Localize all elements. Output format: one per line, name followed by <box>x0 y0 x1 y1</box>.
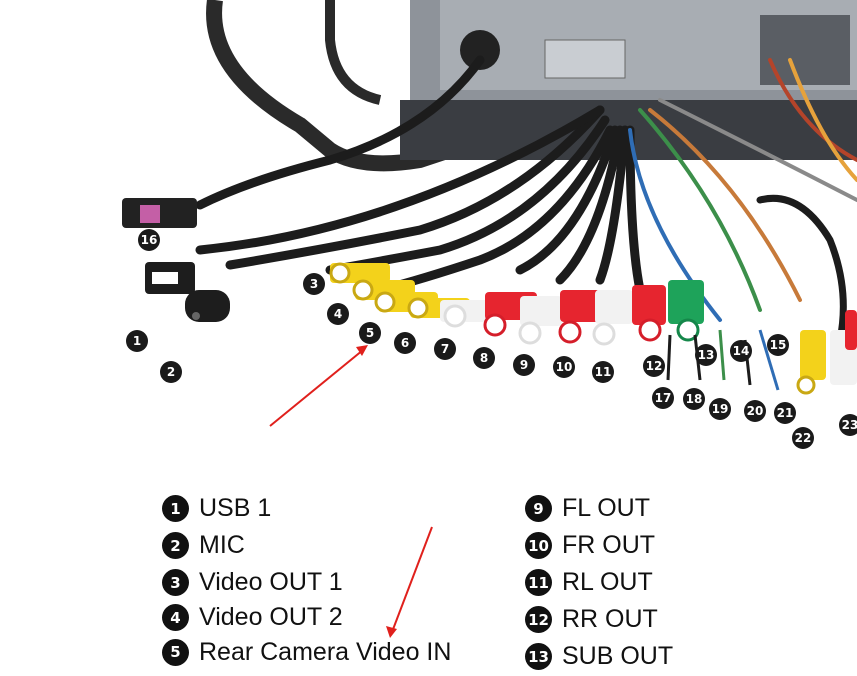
callout-badge: 17 <box>652 387 674 409</box>
callout-badge: 2 <box>160 361 182 383</box>
legend-number: 9 <box>525 495 552 522</box>
legend-item: 11 RL OUT <box>525 564 673 601</box>
callout-badge: 6 <box>394 332 416 354</box>
legend-number: 13 <box>525 643 552 670</box>
legend-label: USB 1 <box>199 494 272 522</box>
legend-item: 4 Video OUT 2 <box>162 601 451 634</box>
callout-badge: 8 <box>473 347 495 369</box>
legend-item: 10 FR OUT <box>525 527 673 564</box>
legend-item: 1 USB 1 <box>162 490 451 527</box>
callout-badge: 14 <box>730 340 752 362</box>
callout-badge: 19 <box>709 398 731 420</box>
callout-badge: 15 <box>767 334 789 356</box>
mic-connector <box>185 290 230 322</box>
callout-badge: 20 <box>744 400 766 422</box>
legend-number: 10 <box>525 532 552 559</box>
callout-badge: 7 <box>434 338 456 360</box>
callout-badge: 1 <box>126 330 148 352</box>
callout-badge: 21 <box>774 402 796 424</box>
legend-number: 2 <box>162 532 189 559</box>
callout-badge: 22 <box>792 427 814 449</box>
legend-label: FR OUT <box>562 531 656 559</box>
callout-badge: 3 <box>303 273 325 295</box>
rca-plugs <box>329 262 857 395</box>
legend-number: 5 <box>162 638 189 666</box>
legend-number: 11 <box>525 569 552 596</box>
callout-badge: 5 <box>359 322 381 344</box>
callout-badge: 16 <box>138 229 160 251</box>
legend-number: 1 <box>162 495 189 522</box>
legend-number: 4 <box>162 604 189 631</box>
legend-label: FL OUT <box>562 494 650 522</box>
legend-label: Video OUT 1 <box>199 568 343 596</box>
legend-label: Video OUT 2 <box>199 603 343 631</box>
legend-label: SUB OUT <box>562 642 674 670</box>
callout-badge: 10 <box>553 356 575 378</box>
legend-label: RL OUT <box>562 568 653 596</box>
callout-badge: 11 <box>592 361 614 383</box>
callout-badge: 13 <box>695 344 717 366</box>
legend-item: 12 RR OUT <box>525 601 673 638</box>
legend-label: Rear Camera Video IN <box>199 637 452 666</box>
legend-number: 12 <box>525 606 552 633</box>
callout-badge: 12 <box>643 355 665 377</box>
legend-label: MIC <box>199 531 245 559</box>
callout-badge: 18 <box>683 388 705 410</box>
mounting-bracket <box>206 0 453 172</box>
legend-item: 9 FL OUT <box>525 490 673 527</box>
callout-badge: 23 <box>839 414 857 436</box>
legend-item: 2 MIC <box>162 527 451 564</box>
legend-number: 3 <box>162 569 189 596</box>
legend-item: 13 SUB OUT <box>525 638 673 675</box>
callout-badge: 9 <box>513 354 535 376</box>
legend-item: 5 Rear Camera Video IN <box>162 634 451 670</box>
legend-right: 9 FL OUT 10 FR OUT 11 RL OUT 12 RR OUT 13 SUB… <box>525 490 673 675</box>
callout-badge: 4 <box>327 303 349 325</box>
legend-item: 3 Video OUT 1 <box>162 564 451 601</box>
legend-label: RR OUT <box>562 605 658 633</box>
